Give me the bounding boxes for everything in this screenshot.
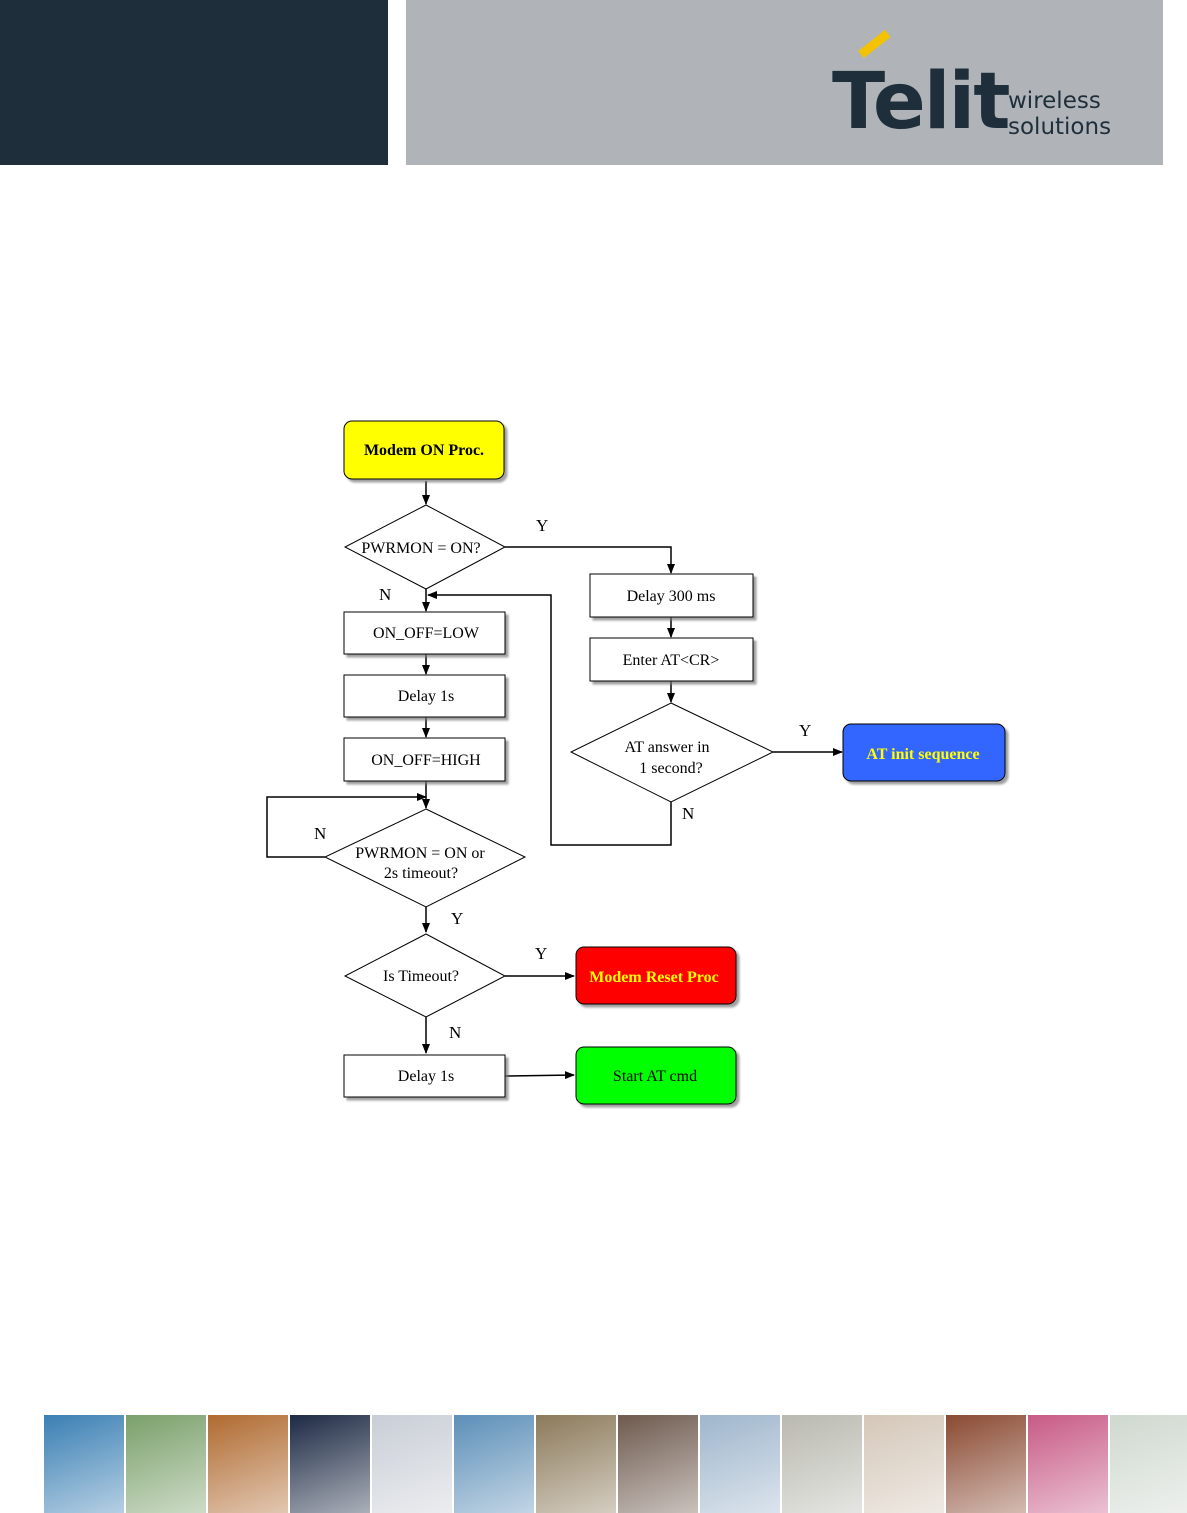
at-answer-label-line1: AT answer in xyxy=(624,739,709,756)
pwrmon-timeout-label-line2: 2s timeout? xyxy=(384,865,458,882)
label-istimeout-no: N xyxy=(449,1023,461,1042)
label-timeoutcheck-no: N xyxy=(314,824,326,843)
delay-1s-bottom-label: Delay 1s xyxy=(398,1068,454,1085)
pwrmon-on-label: PWRMON = ON? xyxy=(361,540,480,557)
start-at-cmd-label: Start AT cmd xyxy=(613,1068,697,1085)
delay-300ms-label: Delay 300 ms xyxy=(627,588,716,605)
footer-photo-tile xyxy=(372,1415,452,1513)
label-pwrmon-yes: Y xyxy=(536,516,548,535)
footer-photo-tile xyxy=(44,1415,124,1513)
enter-at-label: Enter AT<CR> xyxy=(623,652,720,669)
footer-photo-tile xyxy=(618,1415,698,1513)
on-off-low-label: ON_OFF=LOW xyxy=(373,625,480,642)
pwrmon-timeout-label-line1: PWRMON = ON or xyxy=(355,845,485,862)
at-answer-label-line2: 1 second? xyxy=(639,760,703,777)
footer-photo-tile xyxy=(454,1415,534,1513)
label-pwrmon-no: N xyxy=(379,585,391,604)
footer-photo-tile xyxy=(1110,1415,1187,1513)
modem-reset-proc-label: Modem Reset Proc xyxy=(589,969,718,986)
footer-photo-tile xyxy=(208,1415,288,1513)
label-atanswer-yes: Y xyxy=(799,721,811,740)
footer-photo-tile xyxy=(782,1415,862,1513)
footer-photo-tile xyxy=(126,1415,206,1513)
footer-photo-tile xyxy=(864,1415,944,1513)
label-atanswer-no: N xyxy=(682,804,694,823)
label-istimeout-yes: Y xyxy=(535,944,547,963)
delay-1s-label: Delay 1s xyxy=(398,688,454,705)
footer-photo-strip xyxy=(44,1415,1187,1513)
arrow-delay-to-startat xyxy=(505,1075,574,1076)
modem-on-proc-label: Modem ON Proc. xyxy=(364,442,484,459)
label-timeoutcheck-yes: Y xyxy=(451,909,463,928)
footer-photo-tile xyxy=(536,1415,616,1513)
footer-photo-tile xyxy=(700,1415,780,1513)
footer-photo-tile xyxy=(1028,1415,1108,1513)
on-off-high-label: ON_OFF=HIGH xyxy=(371,752,481,769)
at-init-sequence-label: AT init sequence xyxy=(866,746,979,763)
footer-photo-tile xyxy=(946,1415,1026,1513)
is-timeout-label: Is Timeout? xyxy=(383,968,459,985)
arrow-pwrmon-yes-to-delay300 xyxy=(505,547,671,573)
footer-photo-tile xyxy=(290,1415,370,1513)
